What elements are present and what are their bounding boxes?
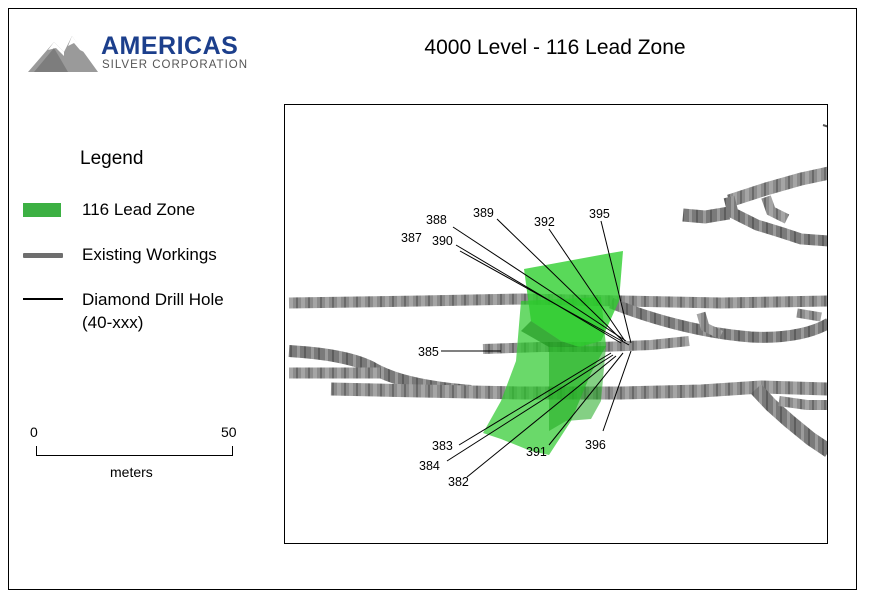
drill-hole-label-395: 395 xyxy=(589,207,610,221)
map-frame xyxy=(8,8,857,590)
drill-hole-label-383: 383 xyxy=(432,439,453,453)
drill-hole-label-385: 385 xyxy=(418,345,439,359)
drill-hole-label-396: 396 xyxy=(585,438,606,452)
scale-bar-line xyxy=(36,446,233,456)
scale-max-label: 50 xyxy=(221,424,237,440)
drill-hole-label-387: 387 xyxy=(401,231,422,245)
drill-hole-label-392: 392 xyxy=(534,215,555,229)
drill-hole-swatch xyxy=(23,298,63,300)
legend-label-drill-hole-code: (40-xxx) xyxy=(82,313,144,332)
logo-subtitle: SILVER CORPORATION xyxy=(102,59,249,71)
lead-zone-swatch xyxy=(23,203,61,217)
drill-hole-label-389: 389 xyxy=(473,206,494,220)
company-logo: AMERICAS SILVER CORPORATION xyxy=(28,30,248,75)
mountain-logo-icon xyxy=(28,36,98,72)
lead-zone-116 xyxy=(483,251,623,455)
drill-hole-label-384: 384 xyxy=(419,459,440,473)
drill-hole-labels: 382 383 384 385 387 388 389 390 391 392 … xyxy=(401,206,610,489)
drill-hole-traces xyxy=(441,218,632,478)
scale-bar: 0 50 meters xyxy=(30,424,245,484)
drill-hole-label-388: 388 xyxy=(426,213,447,227)
scale-unit-label: meters xyxy=(110,464,153,480)
legend-title: Legend xyxy=(80,148,144,169)
legend-label-workings: Existing Workings xyxy=(82,245,217,264)
map-viewport: 382 383 384 385 387 388 389 390 391 392 … xyxy=(284,104,828,544)
drill-hole-label-382: 382 xyxy=(448,475,469,489)
map-scene: 382 383 384 385 387 388 389 390 391 392 … xyxy=(288,124,827,489)
logo-name: AMERICAS xyxy=(101,32,239,60)
drill-hole-label-390: 390 xyxy=(432,234,453,248)
working-upper-right xyxy=(726,166,827,208)
drill-hole-label-391: 391 xyxy=(526,445,547,459)
legend-label-lead-zone: 116 Lead Zone xyxy=(82,200,196,219)
legend-label-drill-hole: Diamond Drill Hole xyxy=(82,290,224,309)
workings-swatch xyxy=(23,253,63,258)
map-title: 4000 Level - 116 Lead Zone xyxy=(424,36,686,59)
scale-min-label: 0 xyxy=(30,424,38,440)
